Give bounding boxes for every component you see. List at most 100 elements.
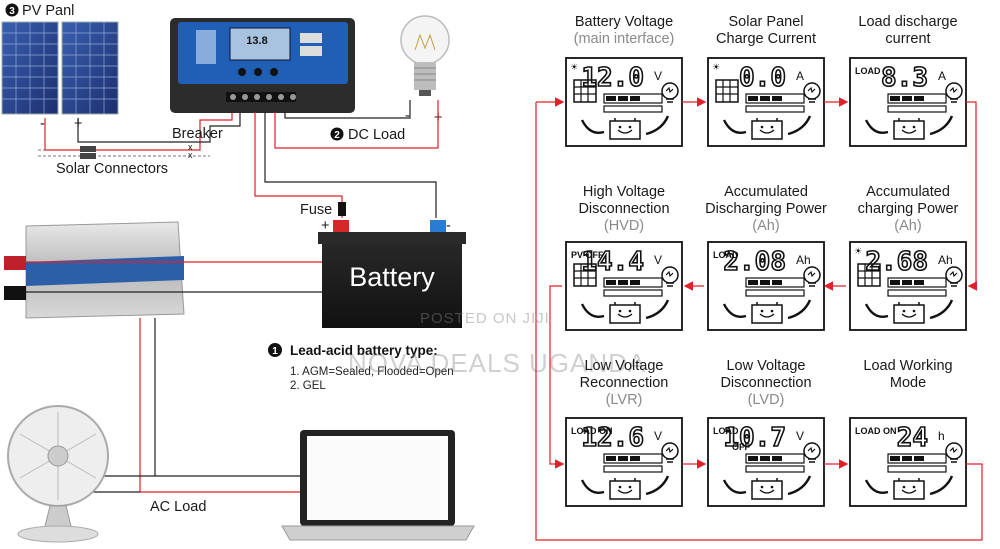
mode-title: current — [885, 31, 930, 47]
battery-type-1: 1. AGM=Sealed, Flooded=Open — [290, 366, 454, 378]
lcd-unit: V — [654, 253, 662, 267]
lcd-value: 14.4 — [581, 247, 644, 277]
dc-load-number-badge — [330, 127, 344, 141]
charge-arrow-icon — [722, 303, 747, 318]
lcd-unit: A — [938, 69, 946, 83]
lcd-value: 12.6 — [581, 423, 644, 453]
lcd-unit: A — [796, 69, 804, 83]
lcd-unit: V — [654, 429, 662, 443]
battery-type-number-badge — [268, 343, 282, 357]
mode-title: (main interface) — [574, 31, 675, 47]
lcd-tag: LOAD ON — [855, 426, 897, 436]
mode-title: (LVD) — [748, 392, 785, 408]
mode-title: Load discharge — [858, 14, 957, 30]
light-bulb-icon — [400, 15, 450, 96]
mode-title: (LVR) — [606, 392, 643, 408]
controller-display: 13.8 — [246, 35, 267, 47]
pv-number-badge — [5, 3, 19, 17]
charge-arrow-icon — [722, 119, 747, 134]
solar-charge-controller: 13.8 — [170, 18, 355, 113]
svg-text:1: 1 — [272, 346, 278, 357]
mode-panel: Battery Voltage(main interface) ☀12.0 V — [565, 14, 683, 147]
laptop-icon — [281, 430, 475, 541]
svg-text:☀: ☀ — [854, 246, 862, 256]
solar-connectors-label: Solar Connectors — [56, 161, 168, 177]
pv-panel-label: PV Panl — [22, 3, 74, 19]
mode-title: Accumulated — [724, 184, 808, 200]
charge-arrow-icon — [864, 303, 889, 318]
inverter — [4, 221, 185, 319]
lcd-value: 10.7 — [723, 423, 786, 453]
battery-type-2: 2. GEL — [290, 380, 326, 392]
charge-arrow-icon — [580, 119, 605, 134]
lcd-display — [849, 417, 967, 507]
ac-load-label: AC Load — [150, 499, 206, 515]
battery-label: Battery — [349, 262, 435, 292]
mode-title: Low Voltage — [584, 358, 663, 374]
lcd-display — [849, 57, 967, 147]
discharge-arrow-icon — [787, 115, 812, 136]
watermark-seller: NOVA DEALS UGANDA — [348, 348, 646, 378]
lcd-display — [707, 241, 825, 331]
fuse-label: Fuse — [300, 202, 332, 218]
lcd-tag: PV OFF — [571, 250, 604, 260]
lcd-value: 8.3 — [881, 63, 928, 93]
svg-text:x: x — [188, 150, 193, 160]
mode-title: Mode — [890, 375, 926, 391]
mode-title: Accumulated — [866, 184, 950, 200]
lcd-unit: Ah — [938, 253, 953, 267]
mode-title: Reconnection — [580, 375, 669, 391]
svg-text:-: - — [405, 108, 410, 124]
lcd-tag: LOAD ON — [571, 426, 613, 436]
mode-title: Disconnection — [578, 201, 669, 217]
discharge-arrow-icon — [929, 475, 954, 496]
lcd-value: 12.0 — [581, 63, 644, 93]
mode-title: Low Voltage — [726, 358, 805, 374]
mode-panel: Low VoltageDisconnection(LVD)LOADOFF10.7… — [707, 358, 825, 507]
battery: Battery — [318, 220, 466, 328]
discharge-arrow-icon — [929, 299, 954, 320]
svg-text:-: - — [446, 218, 451, 234]
mode-title: (HVD) — [604, 218, 644, 234]
dc-load-label: DC Load — [348, 127, 405, 143]
lcd-value: 2.68 — [865, 247, 928, 277]
mode-title: (Ah) — [894, 218, 921, 234]
mode-title: Charge Current — [716, 31, 816, 47]
pv-wire-red — [44, 112, 233, 151]
mode-title: High Voltage — [583, 184, 665, 200]
charge-arrow-icon — [864, 119, 889, 134]
lcd-value: 0.0 — [739, 63, 786, 93]
discharge-arrow-icon — [787, 299, 812, 320]
pv-wire-black — [77, 112, 241, 143]
charge-arrow-icon — [722, 479, 747, 494]
lcd-tag: LOAD — [855, 66, 881, 76]
watermark-posted: POSTED ON JIJI — [420, 310, 550, 327]
discharge-arrow-icon — [645, 115, 670, 136]
svg-text:3: 3 — [9, 6, 15, 17]
lcd-unit: V — [654, 69, 662, 83]
svg-text:☀: ☀ — [570, 62, 578, 72]
fan-icon — [7, 405, 109, 543]
lcd-display — [565, 417, 683, 507]
charge-arrow-icon — [580, 303, 605, 318]
mode-title: Solar Panel — [729, 14, 804, 30]
discharge-arrow-icon — [787, 475, 812, 496]
mode-title: Load Working — [863, 358, 952, 374]
mode-flow-arrows — [535, 97, 983, 541]
discharge-arrow-icon — [645, 475, 670, 496]
charge-arrow-icon — [864, 479, 889, 494]
svg-text:-: - — [40, 116, 45, 132]
discharge-arrow-icon — [929, 115, 954, 136]
lcd-tag-2: OFF — [732, 442, 750, 452]
lcd-unit: h — [938, 429, 945, 443]
battery-type-title: Lead-acid battery type: — [290, 343, 438, 358]
mode-title: Battery Voltage — [575, 14, 673, 30]
